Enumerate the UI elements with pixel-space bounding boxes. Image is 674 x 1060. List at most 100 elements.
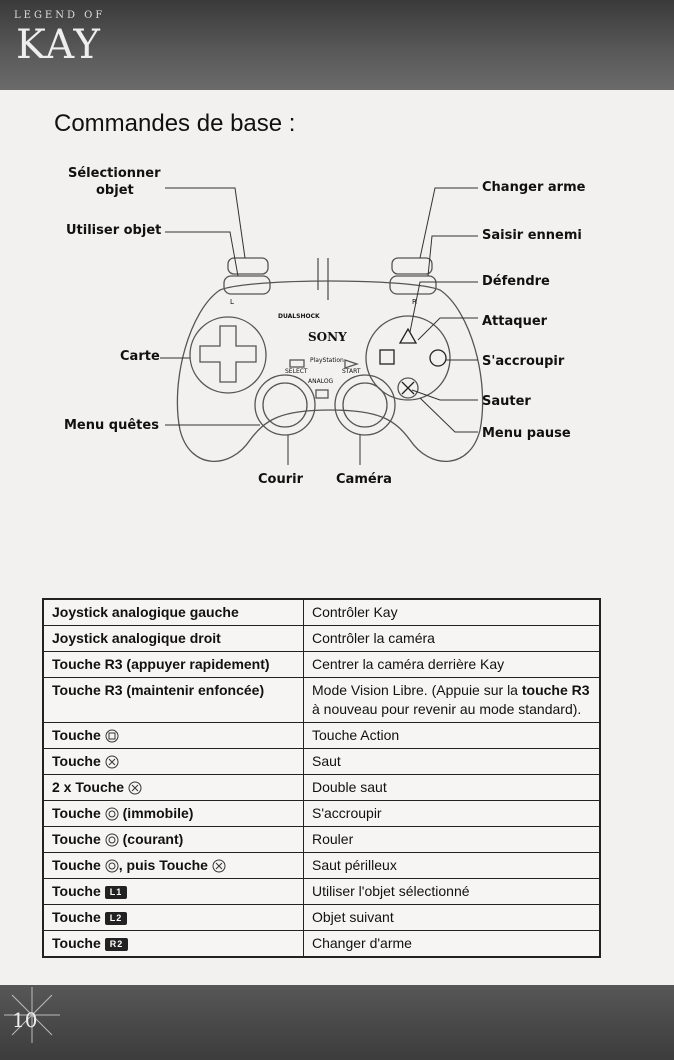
label-changer-arme: Changer arme — [482, 180, 586, 195]
control-key: Touche , puis Touche — [44, 853, 304, 878]
start-button — [344, 359, 360, 369]
label-utiliser-objet: Utiliser objet — [66, 223, 162, 238]
circle-icon — [105, 833, 119, 847]
table-row: Touche (immobile) S'accroupir — [44, 801, 599, 827]
control-action: S'accroupir — [312, 805, 382, 821]
r-label: R — [412, 298, 417, 306]
key-text: Touche — [52, 831, 101, 847]
circle-button-shape — [429, 349, 447, 367]
label-courir: Courir — [258, 472, 304, 487]
controller-brand: SONY — [308, 330, 347, 344]
label-menu-quetes: Menu quêtes — [64, 418, 159, 433]
triangle-button — [398, 327, 418, 344]
page-footer — [0, 985, 674, 1060]
label-sauter: Sauter — [482, 394, 531, 409]
control-action: Saut périlleux — [312, 857, 397, 873]
table-row: 2 x Touche Double saut — [44, 775, 599, 801]
analog-label: ANALOG — [308, 378, 334, 385]
controller-diagram: SONY DUALSHOCK PlayStation SELECT START … — [40, 150, 640, 510]
square-button-shape — [379, 349, 395, 365]
label-objet: objet — [96, 183, 134, 198]
key-text: Touche — [52, 753, 101, 769]
label-menu-pause: Menu pause — [482, 426, 571, 441]
table-row: Touche (courant) Rouler — [44, 827, 599, 853]
control-key: Touche (immobile) — [44, 801, 304, 826]
controller-body — [176, 280, 484, 463]
brand-logo: KAY — [16, 22, 101, 68]
cross-icon — [105, 755, 119, 769]
control-action: Contrôler la caméra — [312, 630, 435, 646]
label-selectionner: Sélectionner — [68, 166, 161, 181]
right-stick — [334, 374, 396, 436]
l1-badge: L1 — [104, 886, 128, 899]
label-defendre: Défendre — [482, 274, 550, 289]
control-key: Touche (courant) — [44, 827, 304, 852]
circle-icon — [105, 807, 119, 821]
label-attaquer: Attaquer — [482, 314, 548, 329]
playstation-label: PlayStation — [310, 357, 344, 364]
control-key: Touche R3 (appuyer rapidement) — [44, 652, 304, 677]
control-action: Changer d'arme — [312, 935, 412, 951]
select-button — [289, 359, 305, 368]
label-saccroupir: S'accroupir — [482, 354, 565, 369]
label-saisir-ennemi: Saisir ennemi — [482, 228, 582, 243]
dualshock-label: DUALSHOCK — [278, 313, 320, 320]
table-row: Touche Touche Action — [44, 723, 599, 749]
square-icon — [105, 729, 119, 743]
control-action: Utiliser l'objet sélectionné — [312, 883, 470, 899]
key-suffix: (courant) — [122, 831, 184, 847]
key-text: 2 x Touche — [52, 779, 125, 795]
label-carte: Carte — [120, 349, 160, 364]
action-text: Mode Vision Libre. (Appuie sur la — [312, 682, 522, 698]
page-header: LEGEND OF KAY — [0, 0, 674, 90]
l1-button — [223, 275, 271, 295]
brand-subtitle: LEGEND OF — [14, 10, 106, 21]
l-label: L — [230, 298, 234, 306]
table-row: Joystick analogique gauche Contrôler Kay — [44, 600, 599, 626]
control-action: Saut — [312, 753, 341, 769]
table-row: Touche Saut — [44, 749, 599, 775]
control-key: Touche R3 (maintenir enfoncée) — [44, 678, 304, 722]
page-number: 10 — [12, 1008, 38, 1032]
key-text: Touche — [52, 883, 101, 899]
table-row: Touche R3 (appuyer rapidement) Centrer l… — [44, 652, 599, 678]
circle-icon — [105, 859, 119, 873]
controls-table: Joystick analogique gauche Contrôler Kay… — [42, 598, 601, 958]
analog-button — [315, 389, 329, 399]
l2-button — [227, 257, 269, 275]
key-suffix: (immobile) — [122, 805, 194, 821]
l2-badge: L2 — [104, 912, 128, 925]
key-text: Touche — [52, 909, 101, 925]
cross-icon — [212, 859, 226, 873]
control-action: Double saut — [312, 779, 387, 795]
key-text: Touche — [52, 935, 101, 951]
key-text: Touche — [52, 727, 101, 743]
cross-button-shape — [401, 381, 415, 395]
control-action: Objet suivant — [312, 909, 394, 925]
select-label: SELECT — [285, 368, 308, 375]
control-action: Contrôler Kay — [312, 604, 398, 620]
control-action: Centrer la caméra derrière Kay — [312, 656, 505, 672]
key-suffix: , puis Touche — [118, 857, 208, 873]
key-text: Touche — [52, 857, 101, 873]
starburst-icon — [4, 987, 60, 1043]
table-row: Touche R3 (maintenir enfoncée) Mode Visi… — [44, 678, 599, 723]
control-key: Joystick analogique gauche — [44, 600, 304, 625]
r1-button — [389, 275, 437, 295]
controller-illustration — [160, 187, 484, 465]
table-row: Touche , puis Touche Saut périlleux — [44, 853, 599, 879]
cross-icon — [128, 781, 142, 795]
r2-button — [391, 257, 433, 275]
label-camera: Caméra — [336, 472, 392, 487]
start-label: START — [342, 368, 361, 375]
page-title: Commandes de base : — [54, 110, 296, 137]
key-text: Touche — [52, 805, 101, 821]
control-key: Joystick analogique droit — [44, 626, 304, 651]
table-row: Joystick analogique droit Contrôler la c… — [44, 626, 599, 652]
